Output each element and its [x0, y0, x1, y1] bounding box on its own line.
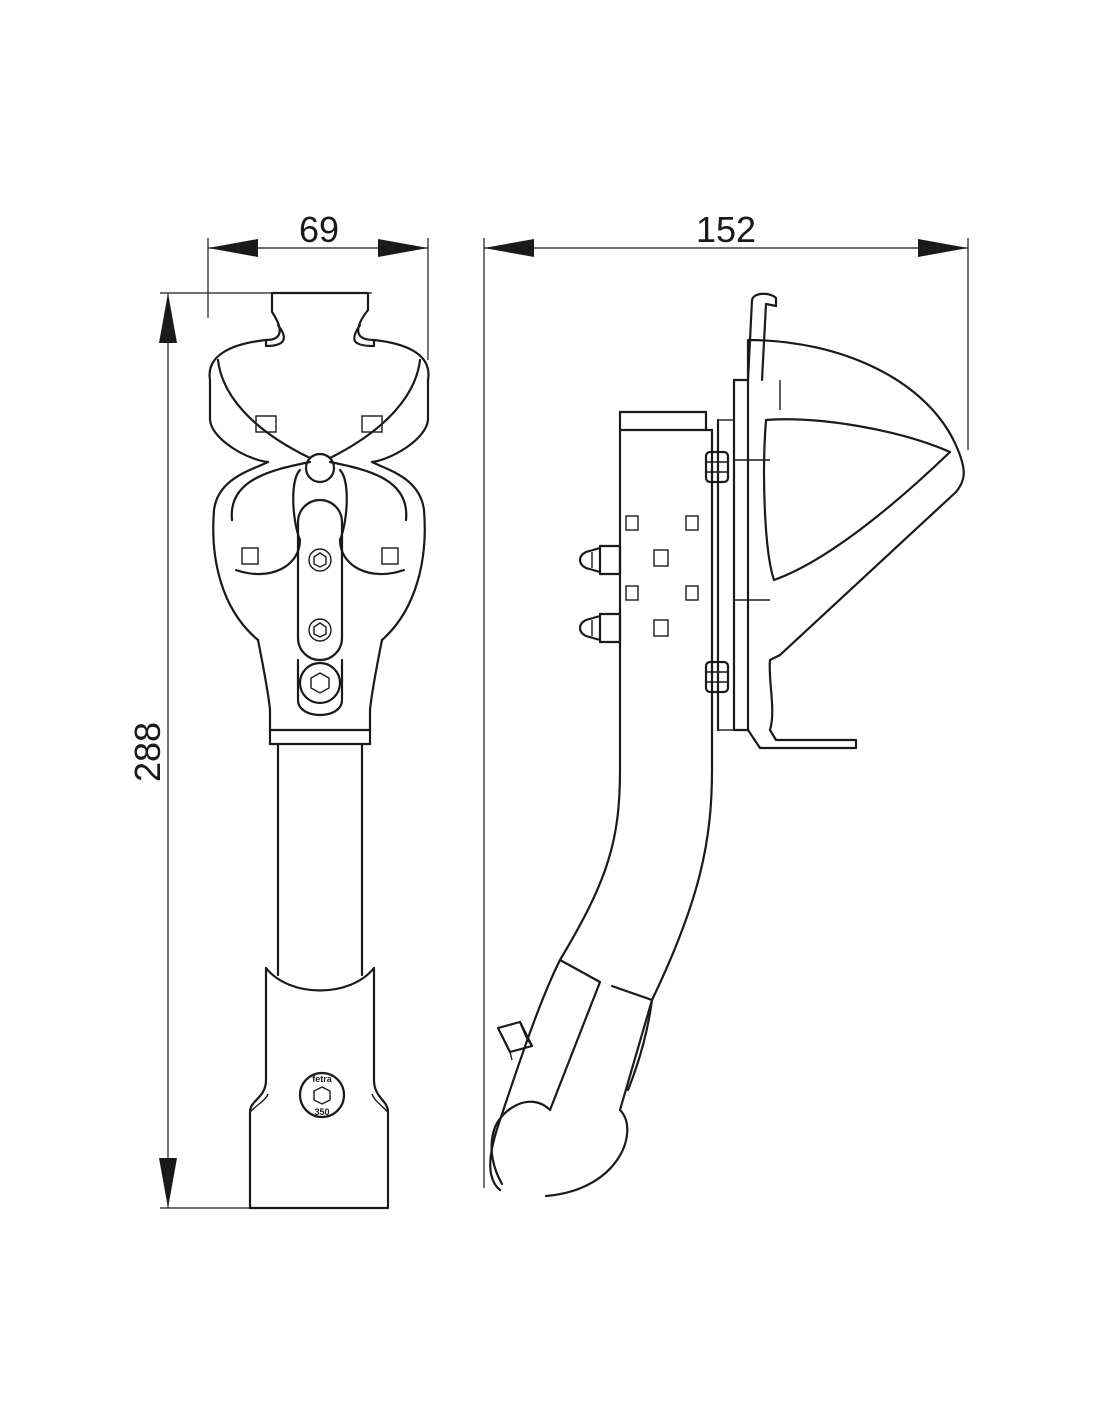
- stamp-text-bottom: 350: [314, 1107, 329, 1117]
- dimension-label-152: 152: [696, 209, 756, 250]
- dimension-label-69: 69: [299, 209, 339, 250]
- dimension-width-front: 69: [207, 209, 429, 360]
- dimension-width-side: 152: [483, 209, 969, 1188]
- dimension-label-288: 288: [127, 722, 168, 782]
- front-view: fetra 350: [208, 291, 430, 1210]
- manufacturer-stamp: [298, 1071, 346, 1119]
- stamp-text-top: fetra: [312, 1074, 333, 1084]
- side-view: [489, 292, 965, 1198]
- dimension-height: 288: [127, 292, 384, 1209]
